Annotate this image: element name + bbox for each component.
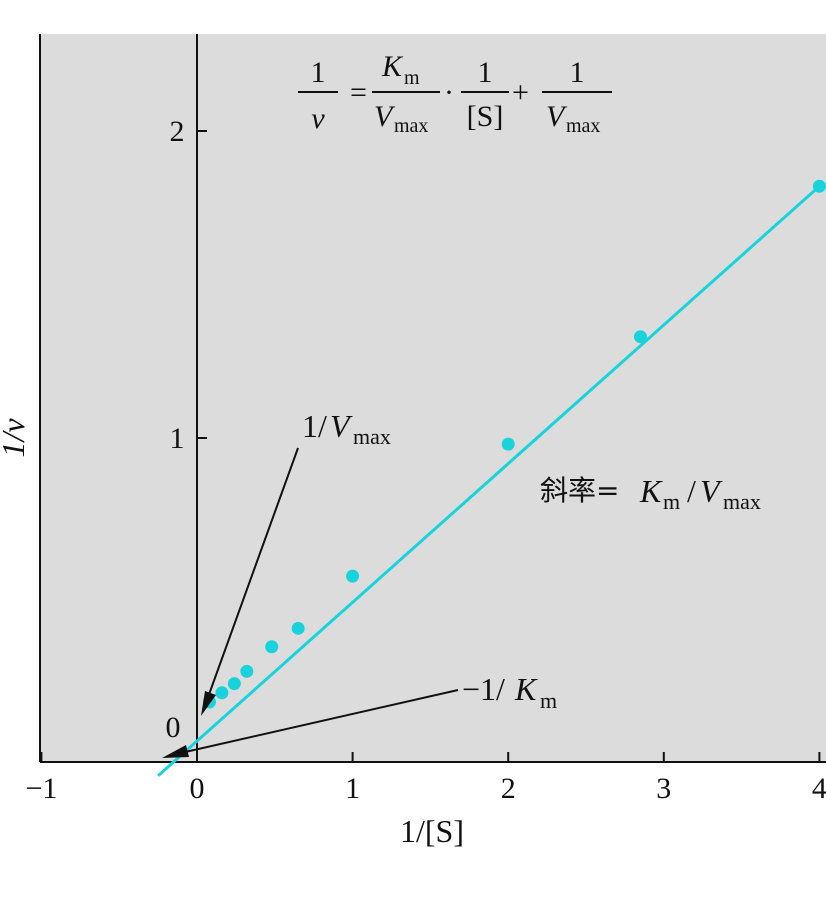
eq-dot: · <box>444 76 454 109</box>
y-tick-label: 1 <box>170 422 185 455</box>
y-ticks: 0 1 2 <box>166 115 207 744</box>
ann-x-int-var: K <box>514 671 538 707</box>
annotation-x-intercept: −1/ K m <box>162 671 557 758</box>
eq-lhs-num: 1 <box>311 56 326 89</box>
y-tick-label: 2 <box>170 115 185 148</box>
data-point <box>291 621 305 635</box>
eq-vmax-1: V <box>374 100 396 133</box>
eq-vmax-2: V <box>546 100 568 133</box>
annotation-slope: 斜率= K m / V max <box>540 473 761 514</box>
data-point <box>227 677 241 691</box>
eq-plus: + <box>512 76 529 109</box>
eq-s-num: 1 <box>478 56 493 89</box>
ann-x-int-prefix: −1/ <box>462 671 505 707</box>
ann-y-int-arrow-line <box>206 447 299 701</box>
eq-lhs-den: v <box>311 102 325 135</box>
data-point <box>501 437 515 451</box>
x-tick-label: 3 <box>656 772 671 805</box>
x-ticks: −1 0 1 2 3 4 <box>25 752 826 805</box>
x-tick-label: 1 <box>345 772 360 805</box>
equation: 1 v = K m V max · 1 [S] + 1 V max <box>298 50 612 137</box>
ann-slope-var1: K <box>639 473 663 509</box>
eq-vmax-sub-1: max <box>394 115 428 137</box>
data-point <box>240 664 254 678</box>
eq-one-num: 1 <box>570 56 585 89</box>
x-tick-label: 4 <box>812 772 826 805</box>
x-axis-title: 1/[S] <box>400 813 464 849</box>
ann-slope-sub1: m <box>663 489 680 514</box>
data-point <box>812 179 826 193</box>
regression-line <box>157 185 821 777</box>
ann-x-int-arrow-line <box>171 689 459 756</box>
ann-y-int-var: V <box>330 408 353 444</box>
ann-y-int-sub: max <box>353 424 391 449</box>
x-tick-label: −1 <box>25 772 57 805</box>
ann-y-int-prefix: 1/ <box>302 408 327 444</box>
ann-slope-label: 斜率= <box>540 474 619 507</box>
ann-slope-slash: / <box>687 473 696 509</box>
data-point <box>265 640 279 654</box>
ann-x-int-arrow-head <box>162 745 189 758</box>
data-point <box>633 330 647 344</box>
y-axis-title: 1/v <box>0 418 31 458</box>
x-tick-label: 2 <box>501 772 516 805</box>
data-point <box>215 686 229 700</box>
plot-background <box>40 34 826 762</box>
eq-km-sub: m <box>404 67 420 89</box>
y-tick-label: 0 <box>166 711 181 744</box>
eq-vmax-sub-2: max <box>566 115 600 137</box>
ann-x-int-sub: m <box>540 688 557 713</box>
eq-equals: = <box>350 76 367 109</box>
ann-slope-sub2: max <box>723 489 761 514</box>
data-point <box>346 569 360 583</box>
ann-slope-var2: V <box>700 473 723 509</box>
annotation-y-intercept: 1/ V max <box>201 408 391 716</box>
eq-km: K <box>381 50 404 83</box>
eq-s-den: [S] <box>467 100 504 133</box>
x-tick-label: 0 <box>190 772 205 805</box>
ann-y-int-arrow-head <box>201 691 216 716</box>
